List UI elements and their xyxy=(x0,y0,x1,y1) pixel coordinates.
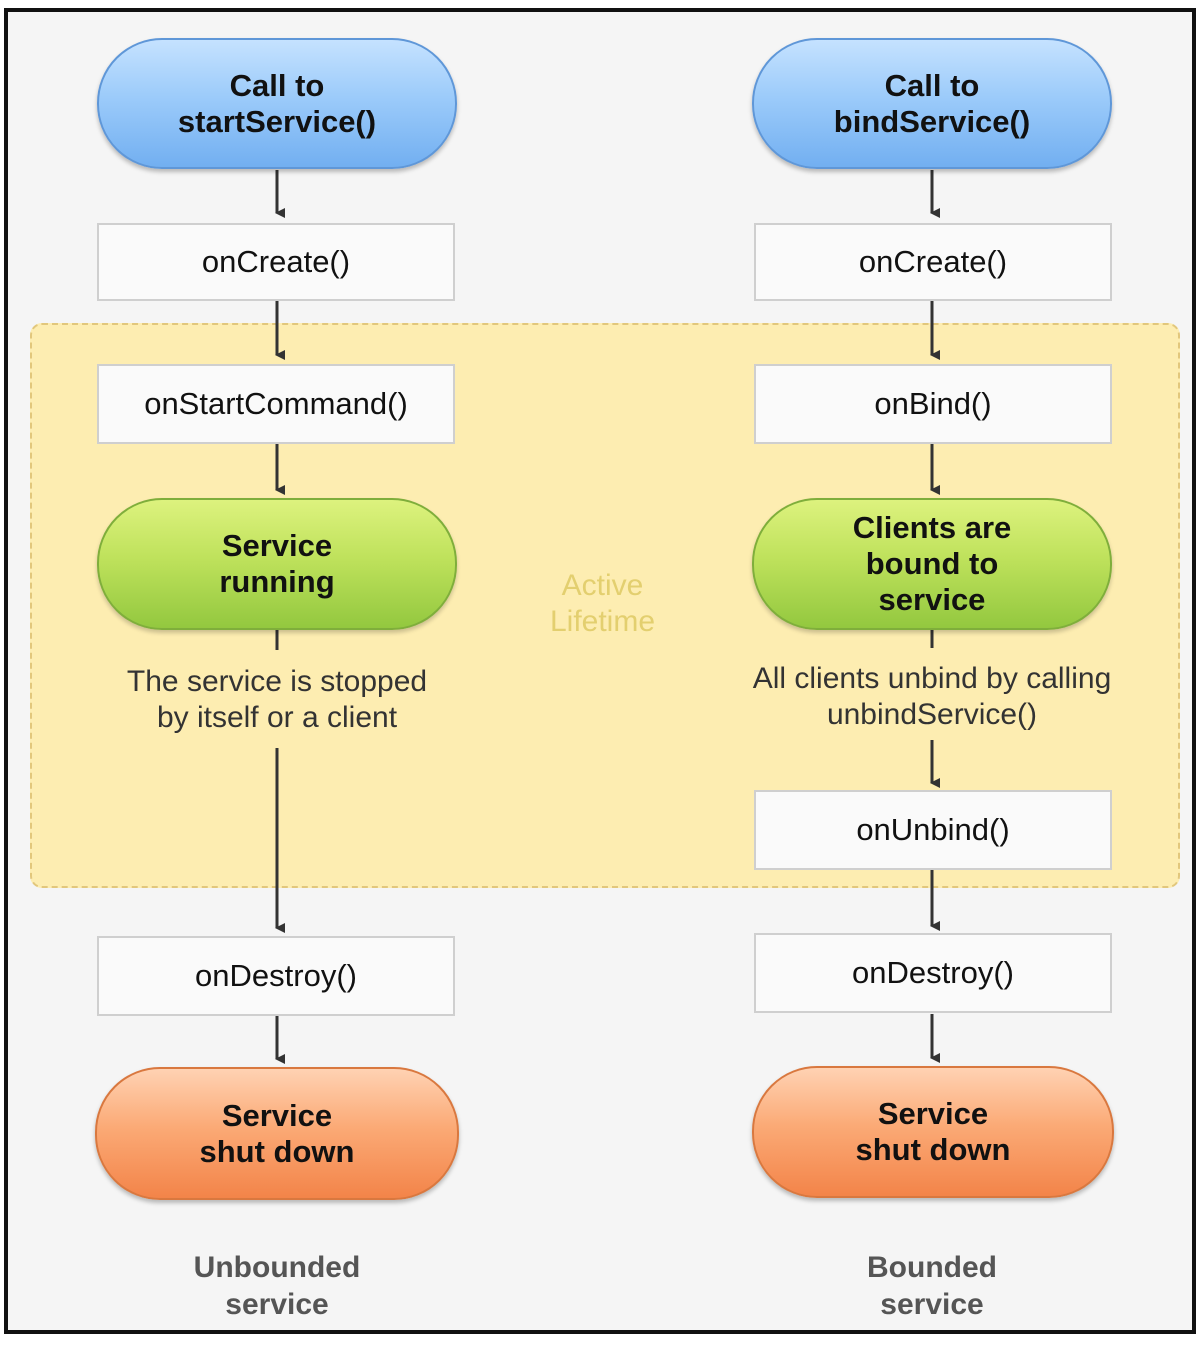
unbind-note: All clients unbind by calling unbindServ… xyxy=(752,662,1112,731)
clients-bound-node: Clients are bound to service xyxy=(752,498,1112,630)
shutdown-left-node: Service shut down xyxy=(95,1067,459,1200)
ondestroy-right-box: onDestroy() xyxy=(754,933,1112,1013)
unbounded-caption: Unbounded service xyxy=(193,1251,361,1321)
oncreate-right-box: onCreate() xyxy=(754,223,1112,301)
service-running-node: Service running xyxy=(97,498,457,630)
oncreate-left-box: onCreate() xyxy=(97,223,455,301)
onbind-box: onBind() xyxy=(754,364,1112,444)
start-service-node: Call to startService() xyxy=(97,38,457,169)
stopped-note: The service is stopped by itself or a cl… xyxy=(126,665,428,734)
ondestroy-left-box: onDestroy() xyxy=(97,936,455,1016)
onunbind-box: onUnbind() xyxy=(754,790,1112,870)
bind-service-node: Call to bindService() xyxy=(752,38,1112,169)
shutdown-right-node: Service shut down xyxy=(752,1066,1114,1198)
bounded-caption: Bounded service xyxy=(867,1251,997,1321)
onstartcommand-box: onStartCommand() xyxy=(97,364,455,444)
active-lifetime-label: Active Lifetime xyxy=(549,569,656,638)
